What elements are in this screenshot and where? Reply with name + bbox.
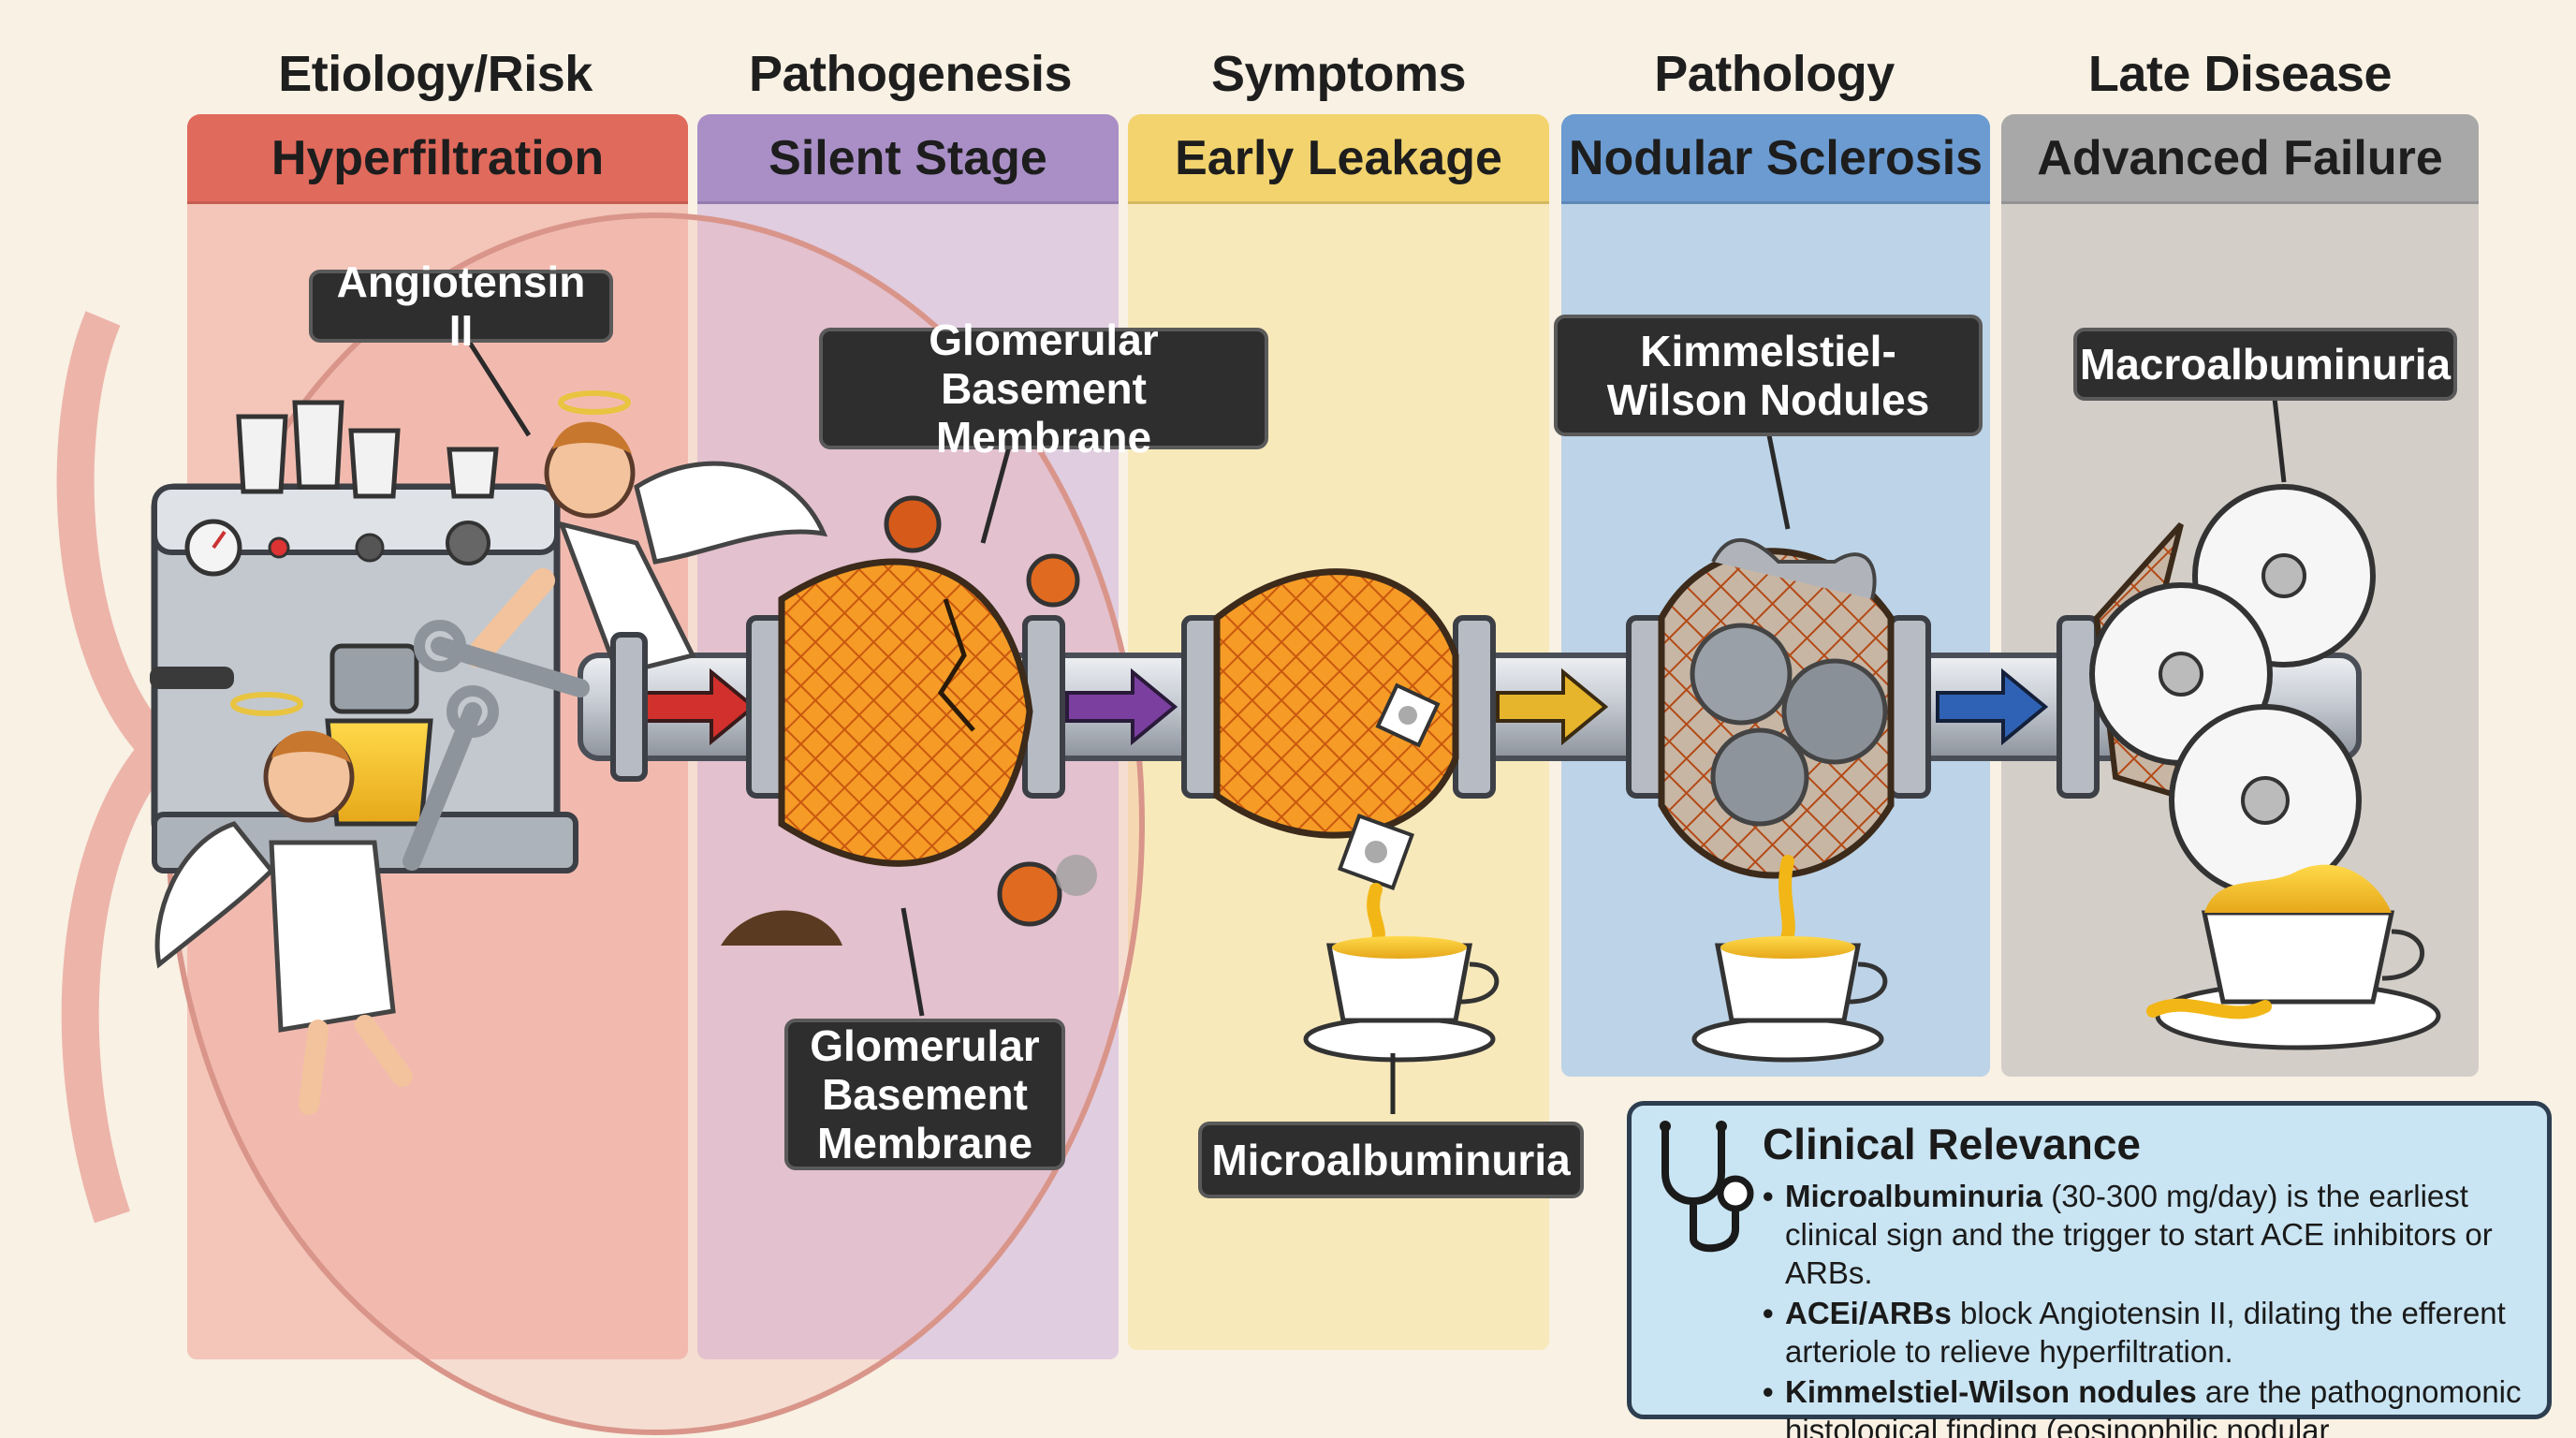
clinical-item: Kimmelstiel-Wilson nodules are the patho…: [1763, 1372, 2539, 1438]
stage-heading-pathology: Pathology: [1654, 46, 1895, 102]
teacup-nodular-icon: [1691, 936, 1888, 1063]
teacup-micro-icon: [1303, 936, 1500, 1063]
stage-heading-late-disease: Late Disease: [2087, 46, 2393, 102]
pipe-flanges: [610, 615, 2100, 799]
red-arrow-icon: [644, 668, 757, 746]
stage-heading-symptoms: Symptoms: [1210, 46, 1467, 102]
label-angiotensin-ii: Angiotensin II: [309, 257, 613, 355]
purple-arrow-icon: [1065, 668, 1178, 746]
wrench-icon: [402, 620, 590, 871]
glomerulus-filter-leaky-icon: [1213, 568, 1459, 952]
stage-heading-etiology: Etiology/Risk: [278, 46, 593, 102]
angel-bottom-icon: [154, 692, 413, 1115]
clinical-relevance-list: Microalbuminuria (30-300 mg/day) is the …: [1763, 1177, 2539, 1438]
angel-top-icon: [465, 390, 828, 677]
band-head-nodular-sclerosis: Nodular Sclerosis: [1561, 114, 1990, 204]
yellow-arrow-icon: [1496, 668, 1609, 746]
stage-heading-pathogenesis: Pathogenesis: [748, 46, 1073, 102]
label-gbm-top: Glomerular Basement Membrane: [819, 315, 1268, 462]
glomerulus-filter-healthy-icon: [721, 495, 1097, 946]
overflowing-teacup-icon: [2146, 864, 2441, 1050]
label-macroalbuminuria: Macroalbuminuria: [2073, 328, 2457, 401]
clinical-relevance-panel: Clinical Relevance Microalbuminuria (30-…: [1627, 1101, 2552, 1438]
clinical-item: ACEi/ARBs block Angiotensin II, dilating…: [1763, 1294, 2539, 1371]
clinical-item: Microalbuminuria (30-300 mg/day) is the …: [1763, 1177, 2539, 1292]
leader-lines: [463, 335, 2287, 1114]
band-head-silent-stage: Silent Stage: [697, 114, 1119, 204]
band-head-advanced-failure: Advanced Failure: [2001, 114, 2479, 204]
label-microalbuminuria: Microalbuminuria: [1198, 1122, 1584, 1198]
cups-icon: [236, 400, 499, 499]
label-kimmelstiel-wilson-nodules: Kimmelstiel-Wilson Nodules: [1554, 315, 1983, 436]
stethoscope-icon: [1660, 1121, 1754, 1253]
band-head-early-leakage: Early Leakage: [1128, 114, 1549, 204]
label-gbm-bottom: Glomerular Basement Membrane: [784, 1019, 1065, 1170]
band-head-hyperfiltration: Hyperfiltration: [187, 114, 688, 204]
clinical-relevance-title: Clinical Relevance: [1763, 1120, 2141, 1168]
blue-arrow-icon: [1936, 668, 2049, 746]
glomerulus-filter-nodular-icon: [1658, 538, 1895, 952]
